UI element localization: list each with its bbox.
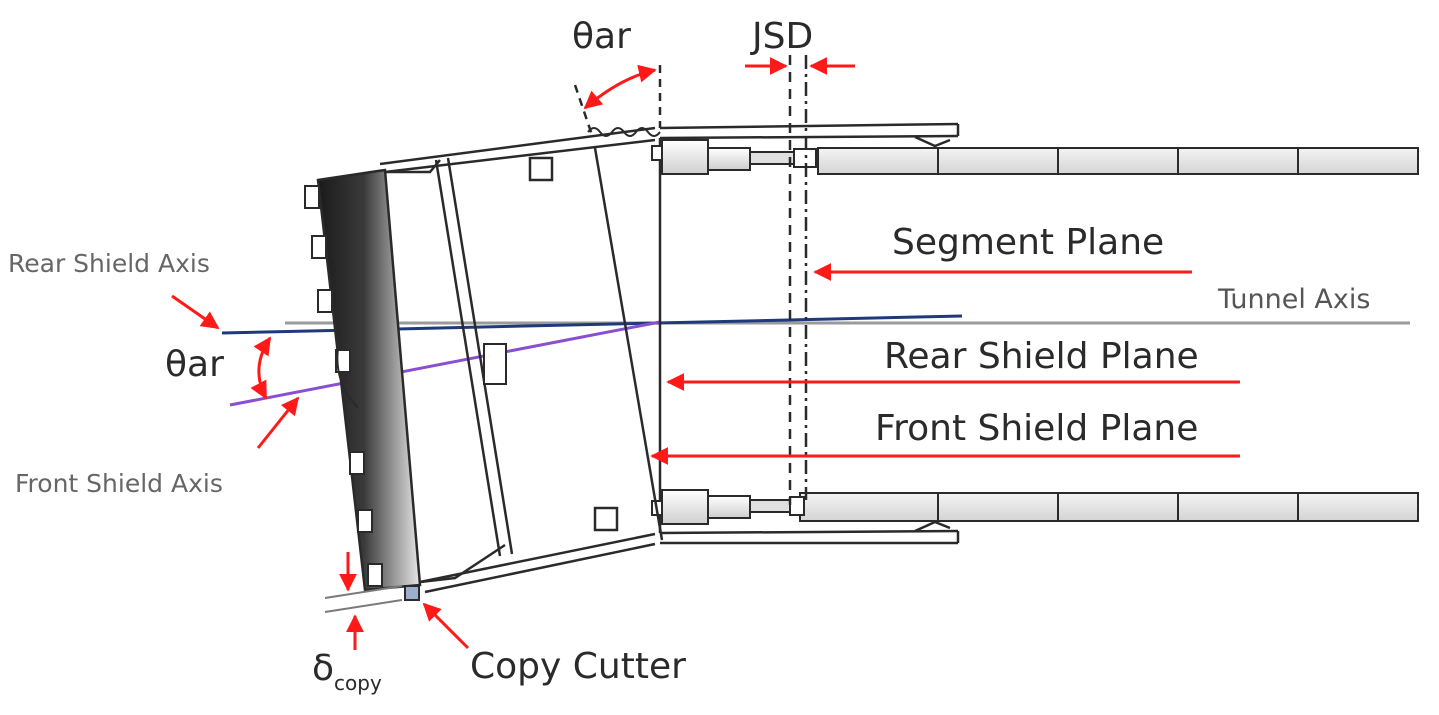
segment-row-bottom [799, 492, 1419, 522]
rear-shield [658, 122, 960, 545]
cutter-head [304, 168, 422, 601]
articulation-joint [587, 127, 661, 137]
copy-cutter-label: Copy Cutter [470, 646, 686, 687]
delta-copy-label: δcopy [312, 648, 382, 695]
theta-left-arc [250, 336, 272, 400]
segment-plane-label: Segment Plane [892, 222, 1164, 263]
jsd-label: JSD [750, 16, 813, 57]
front-shield-plane-label: Front Shield Plane [875, 408, 1198, 449]
center-bolt [483, 343, 507, 385]
segment-row-top [817, 147, 1419, 175]
front-shield-axis-label: Front Shield Axis [15, 469, 223, 498]
copy-clearance [324, 585, 403, 613]
front-shield-axis-line [229, 320, 661, 407]
thrust-jack-top [651, 139, 817, 175]
thrust-jack-bottom [651, 489, 805, 525]
front-shield [379, 126, 664, 594]
theta-top-arc [583, 64, 657, 110]
copy-cutter-arrow [422, 602, 470, 650]
delta-subscript: copy [334, 671, 382, 695]
delta-symbol: δ [312, 648, 334, 689]
rear-shield-plane-label: Rear Shield Plane [884, 336, 1199, 377]
theta-top-label: θar [572, 16, 631, 57]
tunnel-axis-label: Tunnel Axis [1217, 284, 1370, 315]
reference-dashed-lines [573, 55, 808, 505]
front-shield-axis-arrow [256, 396, 300, 449]
rear-shield-axis-label: Rear Shield Axis [8, 249, 210, 278]
annotation-arrows [171, 57, 1240, 650]
rear-shield-axis-arrow [171, 294, 220, 330]
theta-left-label: θar [165, 344, 224, 385]
